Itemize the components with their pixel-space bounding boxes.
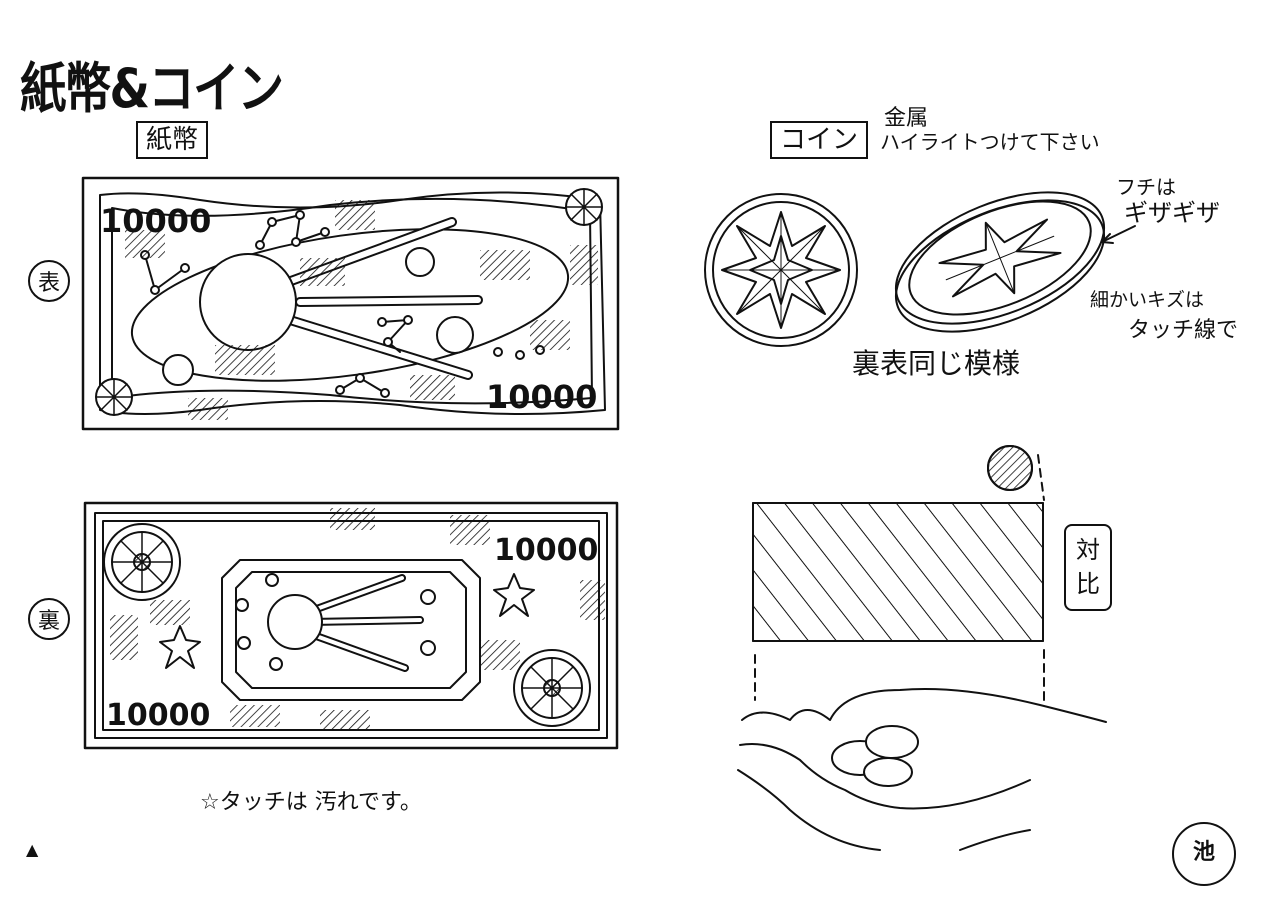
coin-edge-note-2: ギザギザ (1124, 199, 1220, 227)
comparison-panel (737, 445, 1107, 851)
back-banknote (83, 501, 619, 750)
coin-scratch-note-2: タッチ線で (1128, 318, 1239, 343)
coin-scratch-note-1: 細かいキズは (1090, 289, 1205, 311)
back-denomination-top: 10000 (494, 533, 598, 568)
page-mark: ▲ (26, 840, 39, 859)
back-denomination-bottom: 10000 (106, 698, 210, 733)
coin-section-label: コイン (770, 121, 869, 159)
coin-edge-note-1: フチは (1116, 175, 1176, 199)
coin-note-highlight: ハイライトつけて下さい (880, 130, 1100, 154)
back-label: 裏 (28, 598, 70, 640)
corner-stamp: 池 (1172, 822, 1236, 886)
coin-tilted (894, 191, 1136, 333)
coin-face (704, 193, 858, 347)
coin-note-metal: 金属 (884, 106, 929, 131)
page-title: 紙幣&コイン (20, 57, 284, 120)
front-banknote (81, 176, 620, 431)
comparison-label-2: 比 (1076, 569, 1100, 598)
comparison-label: 対 比 (1064, 524, 1112, 612)
front-denomination-bottom: 10000 (486, 378, 597, 416)
bill-section-label: 紙幣 (136, 121, 209, 159)
front-denomination-top: 10000 (100, 202, 211, 240)
bill-footnote: ☆タッチは 汚れです。 (200, 790, 422, 815)
comparison-label-1: 対 (1076, 536, 1100, 564)
front-label: 表 (28, 260, 70, 302)
coin-same-pattern-note: 裏表同じ模様 (852, 347, 1021, 380)
